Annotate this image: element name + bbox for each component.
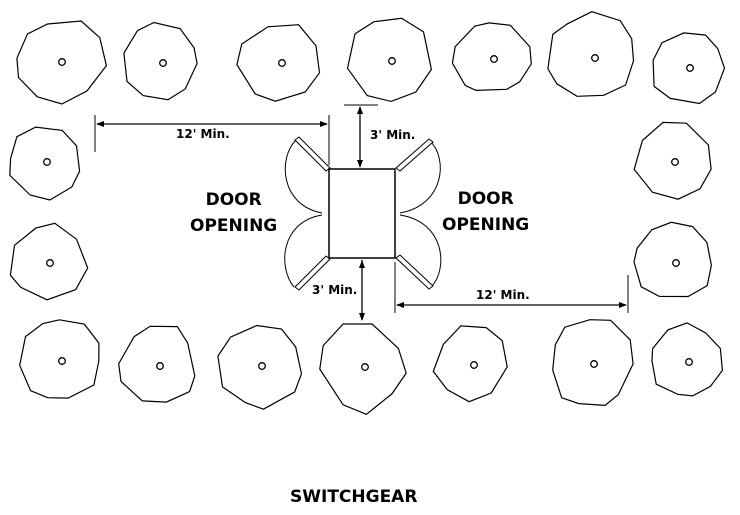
dimension-label-bottom-vertical: 3' Min. (312, 283, 358, 297)
door-swing-upper-left (284, 139, 323, 214)
shrub-center-marker (361, 363, 369, 371)
door-swing-lower-right (399, 214, 442, 287)
door-opening-label-right: DOOR OPENING (442, 186, 529, 238)
shrub-center-marker (159, 59, 167, 67)
shrub-center-marker (671, 158, 679, 166)
dimension-top-left (94, 115, 330, 165)
door-label-right-line1: DOOR (457, 189, 514, 209)
shrub-outline (118, 325, 196, 403)
shrub-center-marker (258, 362, 266, 370)
shrub-center-marker (58, 58, 66, 66)
dimension-label-top-left: 12' Min. (176, 127, 230, 141)
shrub-center-marker (590, 360, 598, 368)
dimension-bottom-right (394, 262, 629, 313)
door-label-left-line2: OPENING (190, 216, 278, 236)
shrub-center-marker (672, 259, 680, 267)
shrub-outline (9, 222, 89, 301)
shrub-center-marker (278, 59, 286, 67)
shrub-center-marker (43, 158, 51, 166)
shrub-outline (547, 11, 635, 97)
switchgear-box (328, 168, 396, 259)
shrub-outline (217, 324, 303, 410)
shrub-center-marker (46, 259, 54, 267)
door-leaf-upper-right (395, 138, 434, 172)
shrub-center-marker (470, 361, 478, 369)
shrub-center-marker (686, 64, 694, 72)
shrub-outline (652, 32, 726, 105)
shrub-group (9, 11, 726, 415)
shrub-outline (9, 126, 81, 201)
door-swing-upper-right (399, 140, 441, 214)
shrub-outline (552, 319, 634, 407)
shrub-outline (432, 325, 508, 403)
door-label-right-line2: OPENING (442, 215, 530, 235)
shrub-center-marker (591, 54, 599, 62)
shrub-outline (451, 22, 532, 92)
shrub-outline (346, 17, 433, 103)
shrub-outline (633, 121, 712, 200)
door-leaf-lower-right (395, 254, 434, 290)
dimension-bottom-vertical (359, 260, 365, 321)
door-label-left-line1: DOOR (205, 190, 262, 210)
shrub-center-marker (388, 57, 396, 65)
shrub-outline (651, 322, 724, 397)
shrub-outline (123, 21, 198, 101)
shrub-outline (633, 221, 713, 298)
shrub-center-marker (490, 55, 498, 63)
shrub-center-marker (685, 358, 693, 366)
dimension-label-bottom-right: 12' Min. (476, 288, 530, 302)
shrub-outline (319, 323, 407, 415)
dimension-label-top-vertical: 3' Min. (370, 128, 416, 142)
shrub-center-marker (156, 362, 164, 370)
shrub-outline (236, 24, 321, 102)
dimension-top-vertical (344, 104, 378, 168)
shrub-outline (16, 20, 108, 105)
diagram-title: SWITCHGEAR (290, 487, 418, 507)
door-leaf-upper-left (294, 136, 331, 172)
door-opening-label-left: DOOR OPENING (190, 187, 277, 239)
door-swings (284, 136, 442, 291)
door-swing-lower-left (284, 214, 323, 288)
shrub-center-marker (58, 357, 66, 365)
shrub-outline (19, 319, 100, 399)
